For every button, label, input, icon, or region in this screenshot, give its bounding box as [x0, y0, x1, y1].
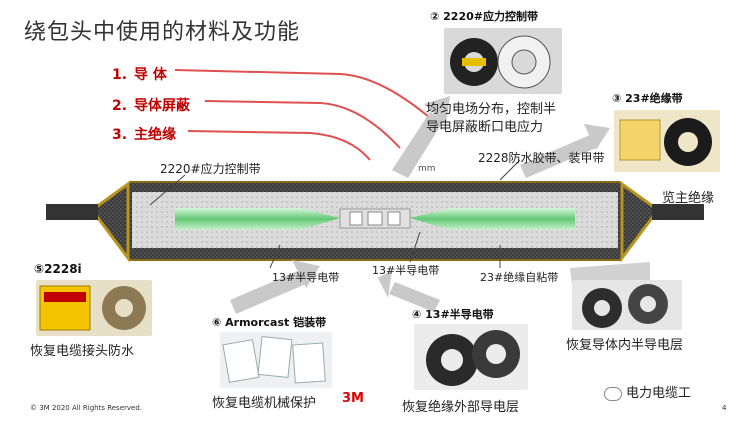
list-item-conductor: 1. 导 体	[112, 64, 167, 84]
tape-roll-icon	[426, 330, 520, 386]
tape-roll-icon	[582, 284, 668, 328]
callout-23-title: ③ 23#绝缘带	[612, 92, 683, 105]
arrow-from-armorcast	[230, 260, 320, 314]
armor-pack-icon	[222, 335, 326, 384]
cable-right	[652, 204, 704, 220]
list-number: 3.	[112, 127, 128, 143]
watermark-text: 电力电缆工	[626, 386, 692, 401]
callout-2228-desc: 恢复电缆接头防水	[30, 344, 135, 359]
connector-part	[349, 211, 363, 226]
conductor-shield-desc: 恢复导体内半导电层	[566, 338, 684, 353]
right-cone	[620, 181, 661, 263]
callout-13-title: ④ 13#半导电带	[412, 308, 494, 321]
arrow-from-13	[378, 270, 440, 312]
list-label: 主绝缘	[134, 127, 176, 143]
connector-part	[387, 211, 401, 226]
list-item-main-insulation: 3. 主绝缘	[112, 124, 176, 144]
slide-title: 绕包头中使用的材料及功能	[24, 20, 301, 45]
callout-armorcast-title: ⑥ Armorcast 铠装带	[212, 316, 327, 329]
wechat-icon	[604, 386, 622, 401]
list-number: 2.	[112, 98, 128, 114]
connector-part	[367, 211, 383, 226]
leader-13a	[269, 244, 281, 269]
label-2220: 2220#应力控制带	[160, 162, 261, 176]
list-label: 导 体	[134, 67, 167, 83]
callout-2228-title: ⑤2228i	[34, 262, 82, 276]
cable-left	[46, 204, 98, 220]
callout-23-desc: 览主绝缘	[662, 191, 715, 206]
list-label: 导体屏蔽	[134, 98, 190, 114]
arrow-from-2220	[392, 96, 450, 178]
tape-roll-icon	[450, 35, 551, 89]
callout-2220-title: ② 2220#应力控制带	[430, 10, 538, 23]
insulation-core-left	[175, 208, 340, 230]
tape-roll-icon	[619, 118, 712, 166]
list-item-conductor-shield: 2. 导体屏蔽	[112, 95, 190, 115]
label-13a: 13#半导电带	[272, 271, 340, 284]
callout-2220-desc-2: 导电屏蔽断口电应力	[426, 120, 544, 135]
photo-armorcast	[220, 332, 332, 388]
photo-2228-tape	[36, 280, 152, 336]
page-number: 4	[722, 404, 727, 412]
arrow-from-23	[520, 124, 610, 178]
3m-logo: 3M	[342, 391, 364, 406]
watermark: 电力电缆工	[604, 382, 691, 401]
insulation-core-right	[410, 208, 575, 230]
label-partial-mm: mm	[418, 164, 436, 174]
callout-armorcast-desc: 恢复电缆机械保护	[212, 396, 317, 411]
pointer-line-conductor	[174, 69, 431, 119]
photo-23-tape	[614, 110, 720, 172]
leader-13b	[409, 231, 421, 263]
label-23: 23#绝缘自粘带	[480, 271, 559, 284]
pointer-line-insulation	[187, 130, 371, 161]
list-number: 1.	[112, 67, 128, 83]
callout-2220-desc-1: 均匀电场分布，控制半	[426, 102, 557, 117]
photo-2220-tape	[444, 28, 562, 94]
pointer-line-shield	[204, 100, 401, 149]
photo-conductor-shield-tape	[572, 280, 682, 330]
leader-2228	[499, 159, 521, 181]
tape-roll-icon	[39, 285, 146, 331]
copyright: © 3M 2020 All Rights Reserved.	[30, 404, 142, 412]
left-cone	[89, 181, 130, 263]
callout-13-desc: 恢复绝缘外部导电层	[402, 400, 520, 415]
photo-13-tape	[414, 324, 528, 390]
leader-2220	[149, 174, 186, 206]
label-2228: 2228防水胶带、装甲带	[478, 151, 605, 165]
label-13b: 13#半导电带	[372, 264, 440, 277]
